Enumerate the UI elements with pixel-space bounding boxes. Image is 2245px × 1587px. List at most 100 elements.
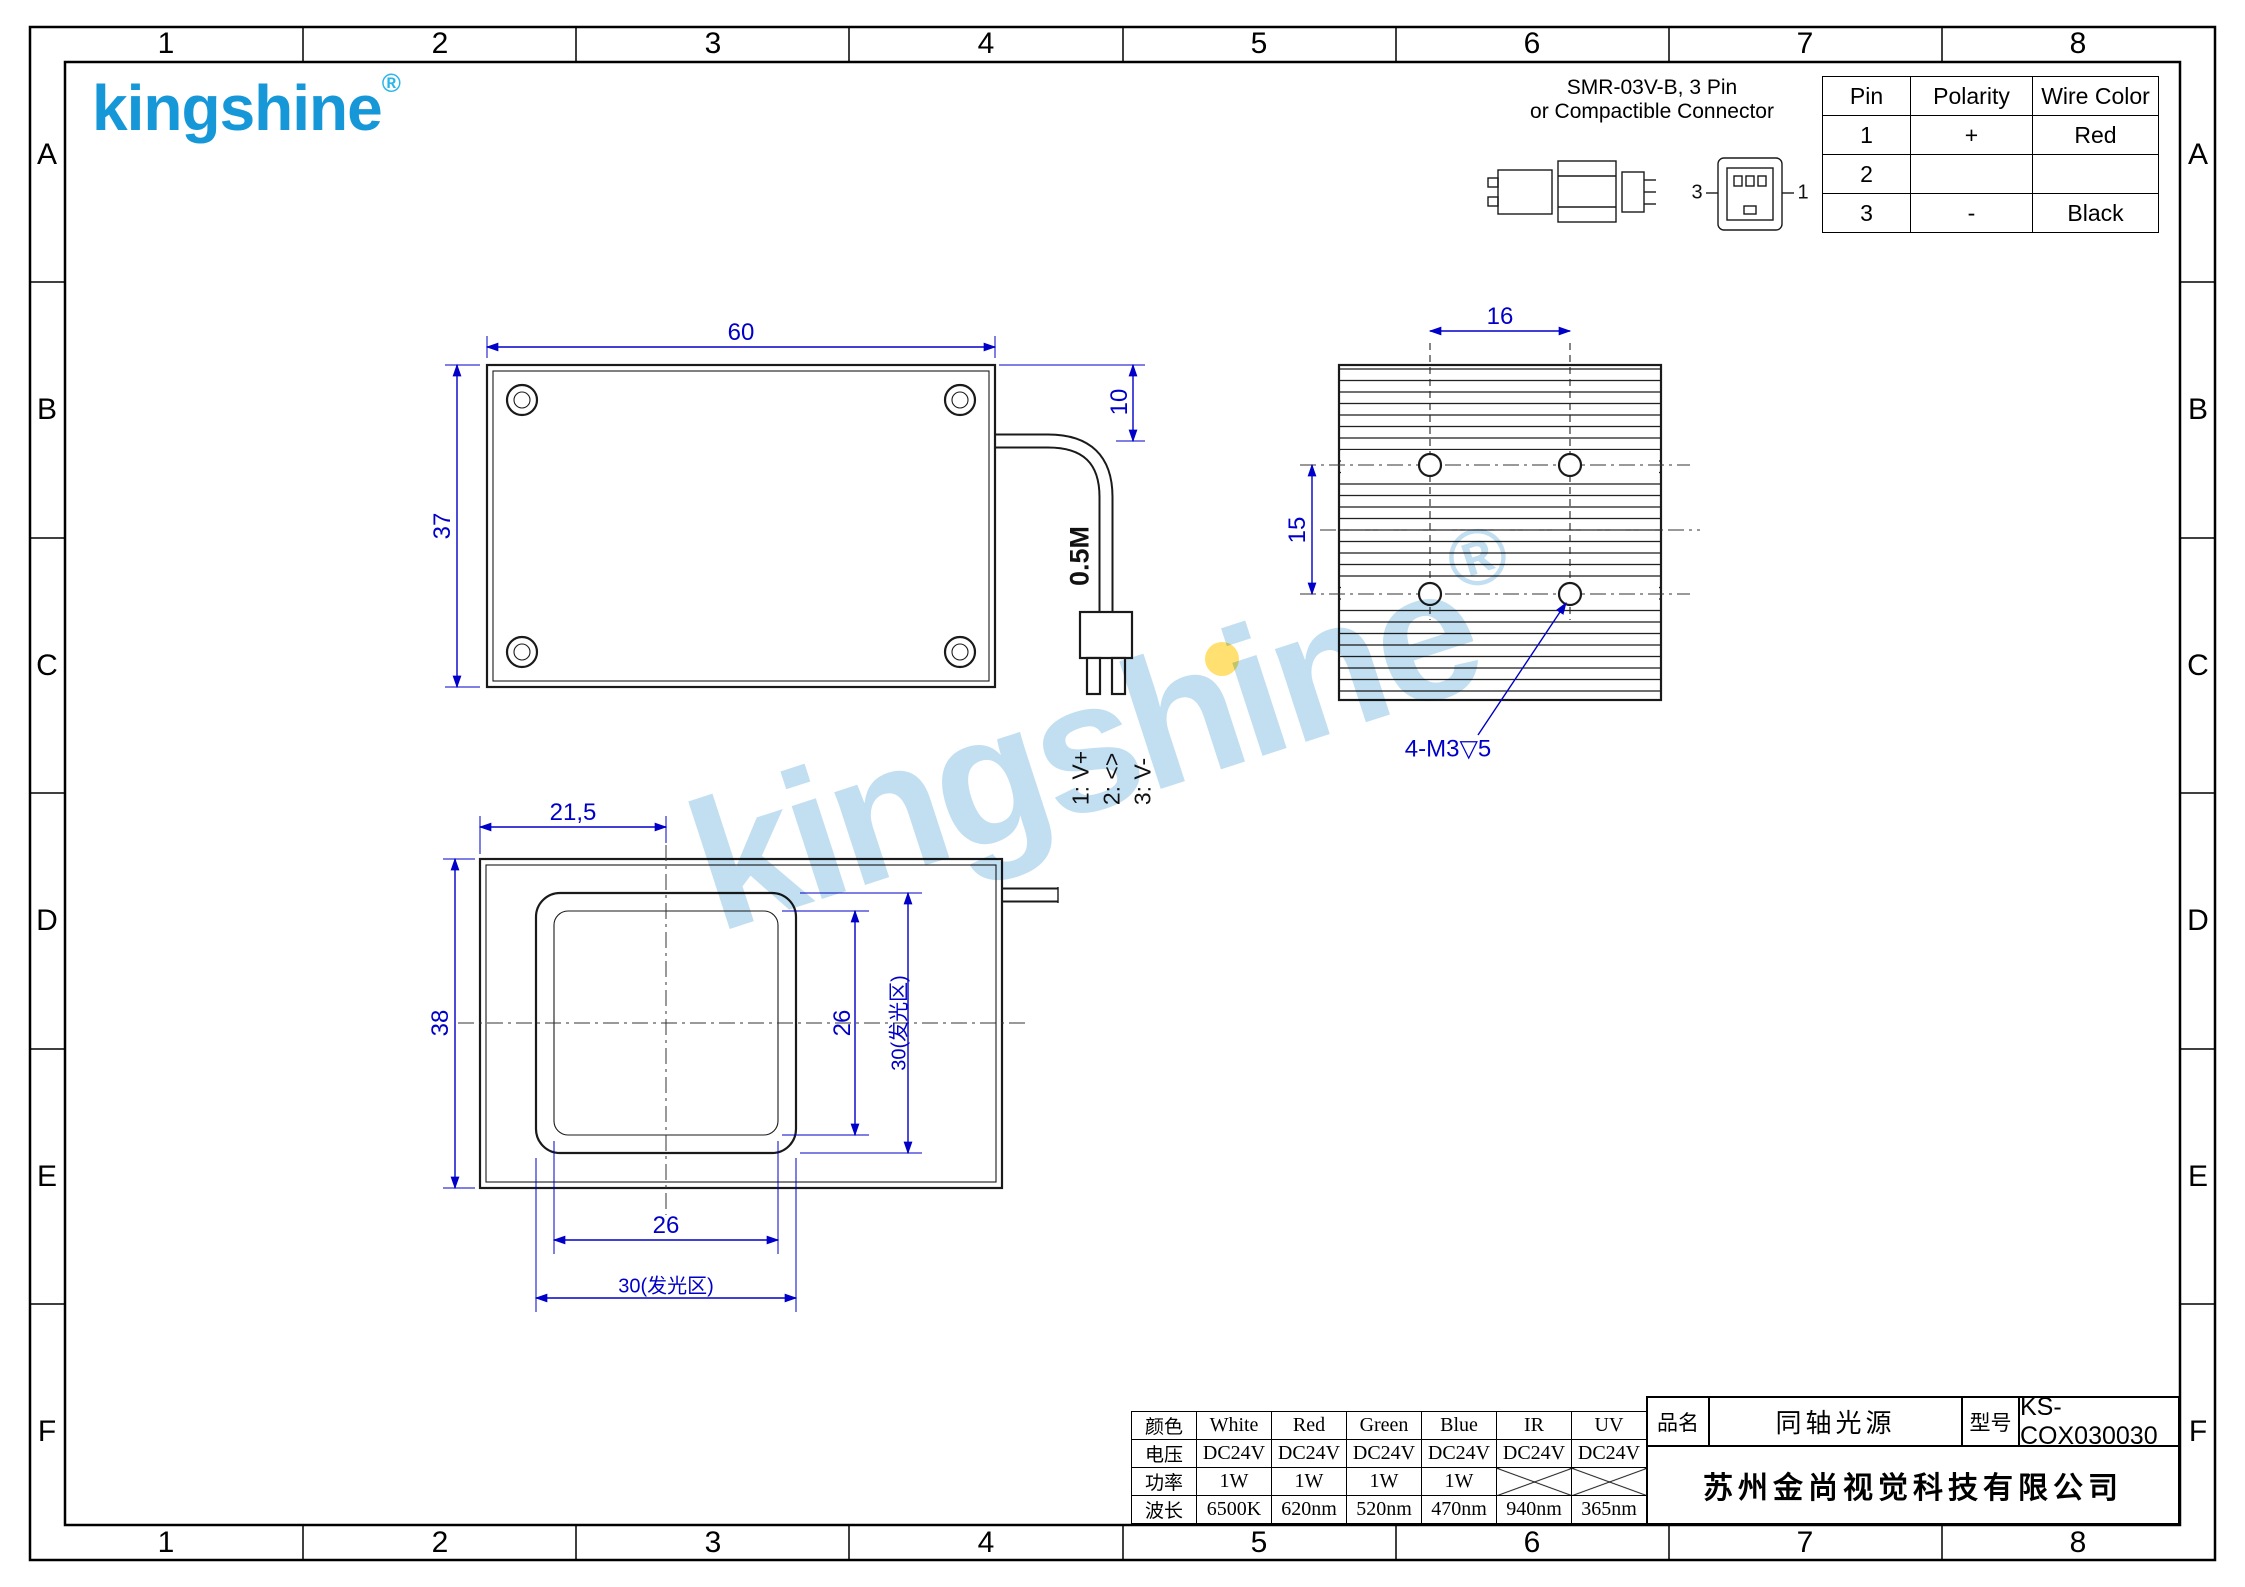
spec-wavelength-row: 波长 6500K 620nm 520nm 470nm 940nm 365nm (1131, 1495, 1647, 1524)
cable-connector (1078, 610, 1134, 660)
cable-length-label: 0.5M (1064, 525, 1095, 587)
wire-label-1: 1: V+ (1067, 750, 1094, 806)
spec-voltage-cell: DC24V (1196, 1439, 1272, 1468)
pin-table-row: 3 - Black (1822, 193, 2159, 233)
spec-power-row: 功率 1W 1W 1W 1W (1131, 1467, 1647, 1496)
product-name-value: 同轴光源 (1710, 1398, 1963, 1445)
grid-row-label: D (2187, 904, 2209, 937)
wire-color-cell (2032, 154, 2159, 194)
spec-power-cell-na (1571, 1467, 1647, 1496)
title-block-top-row: 品名 同轴光源 型号 KS-COX030030 (1648, 1393, 2178, 1450)
polarity-cell: - (1910, 193, 2033, 233)
mount-hole (1557, 452, 1583, 478)
dim-top-width: 60 (727, 319, 755, 346)
spec-wavelength-cell: 620nm (1271, 1495, 1347, 1524)
polarity-cell (1910, 154, 2033, 194)
grid-row-label: B (36, 393, 58, 426)
connector-pin3-label: 3 (1691, 181, 1703, 204)
spec-row-label: 电压 (1131, 1439, 1197, 1468)
dim-hole-spacing-h: 16 (1486, 303, 1514, 330)
grid-row-label: A (2187, 138, 2209, 171)
grid-col-label: 3 (704, 27, 722, 60)
grid-row-label: E (36, 1160, 58, 1193)
grid-col-label: 3 (704, 1526, 722, 1559)
grid-col-label: 2 (431, 1526, 449, 1559)
spec-wavelength-cell: 940nm (1496, 1495, 1572, 1524)
registered-mark-icon: ® (381, 68, 401, 98)
grid-row-label: C (36, 649, 58, 682)
mount-hole (1417, 452, 1443, 478)
top-view-dimensions (445, 336, 1145, 689)
dim-hole-spacing-v: 15 (1284, 516, 1311, 544)
spec-power-cell: 1W (1196, 1467, 1272, 1496)
model-label: 型号 (1963, 1398, 2020, 1445)
thread-callout: 4-M3▽5 (1404, 735, 1492, 763)
spec-wavelength-cell: 520nm (1346, 1495, 1422, 1524)
grid-row-label: F (2188, 1415, 2208, 1448)
spec-color-cell: White (1196, 1411, 1272, 1440)
mount-hole (1417, 581, 1443, 607)
spec-power-cell: 1W (1346, 1467, 1422, 1496)
logo-text: kingshine (92, 72, 383, 144)
spec-power-cell: 1W (1271, 1467, 1347, 1496)
grid-col-label: 8 (2069, 1526, 2087, 1559)
grid-col-label: 7 (1796, 1526, 1814, 1559)
wire-color-cell: Black (2032, 193, 2159, 233)
spec-voltage-cell: DC24V (1271, 1439, 1347, 1468)
grid-col-label: 5 (1250, 27, 1268, 60)
spec-color-cell: Red (1271, 1411, 1347, 1440)
spec-power-cell-na (1496, 1467, 1572, 1496)
dim-emit-area-v: 30(发光区) (888, 975, 911, 1071)
grid-row-label: E (2187, 1160, 2209, 1193)
grid-col-label: 4 (977, 1526, 995, 1559)
dim-top-height: 37 (429, 512, 456, 540)
wire-color-cell: Red (2032, 115, 2159, 155)
wire-label-3: 3: V- (1129, 757, 1156, 806)
spec-color-cell: Green (1346, 1411, 1422, 1440)
pin-header: Pin (1822, 76, 1911, 116)
pin-cell: 1 (1822, 115, 1911, 155)
spec-power-cell: 1W (1421, 1467, 1497, 1496)
top-view (485, 363, 1134, 696)
dim-front-height: 38 (427, 1009, 454, 1037)
pin-table-header-row: Pin Polarity Wire Color (1822, 76, 2159, 116)
polarity-cell: + (1910, 115, 2033, 155)
spec-table: 颜色 White Red Green Blue IR UV 电压 DC24V D… (1131, 1411, 1647, 1524)
connector-pin1-label: 1 (1797, 181, 1809, 204)
frame-ticks (30, 27, 2215, 1560)
pin-table-row: 1 + Red (1822, 115, 2159, 155)
connector-plug-icon (1487, 160, 1656, 223)
company-name: 苏州金尚视觉科技有限公司 (1703, 1472, 2123, 1505)
pin-cell: 2 (1822, 154, 1911, 194)
spec-wavelength-cell: 365nm (1571, 1495, 1647, 1524)
spec-color-cell: IR (1496, 1411, 1572, 1440)
grid-row-label: D (36, 904, 58, 937)
spec-voltage-row: 电压 DC24V DC24V DC24V DC24V DC24V DC24V (1131, 1439, 1647, 1468)
spec-voltage-cell: DC24V (1346, 1439, 1422, 1468)
grid-row-label: B (2187, 393, 2209, 426)
grid-row-label: F (37, 1415, 57, 1448)
spec-wavelength-cell: 6500K (1196, 1495, 1272, 1524)
wire-pin-labels: 1: V+ 2: <> 3: V- (1066, 751, 1159, 805)
grid-row-label: A (36, 138, 58, 171)
product-name-label: 品名 (1648, 1398, 1710, 1445)
title-block: 品名 同轴光源 型号 KS-COX030030 苏州金尚视觉科技有限公司 (1646, 1393, 2180, 1525)
pin-table-row: 2 (1822, 154, 2159, 194)
mount-hole (1557, 581, 1583, 607)
dim-center-offset: 21,5 (549, 799, 597, 826)
spec-color-cell: UV (1571, 1411, 1647, 1440)
spec-voltage-cell: DC24V (1571, 1439, 1647, 1468)
grid-col-label: 5 (1250, 1526, 1268, 1559)
grid-col-label: 4 (977, 27, 995, 60)
wire-label-2: 2: <> (1098, 752, 1125, 806)
spec-voltage-cell: DC24V (1496, 1439, 1572, 1468)
spec-row-label: 颜色 (1131, 1411, 1197, 1440)
side-view (1300, 326, 1700, 736)
pin-cell: 3 (1822, 193, 1911, 233)
front-view (458, 845, 1060, 1215)
spec-row-label: 功率 (1131, 1467, 1197, 1496)
pin-table: Pin Polarity Wire Color 1 + Red 2 3 - Bl… (1822, 76, 2159, 233)
polarity-header: Polarity (1910, 76, 2033, 116)
